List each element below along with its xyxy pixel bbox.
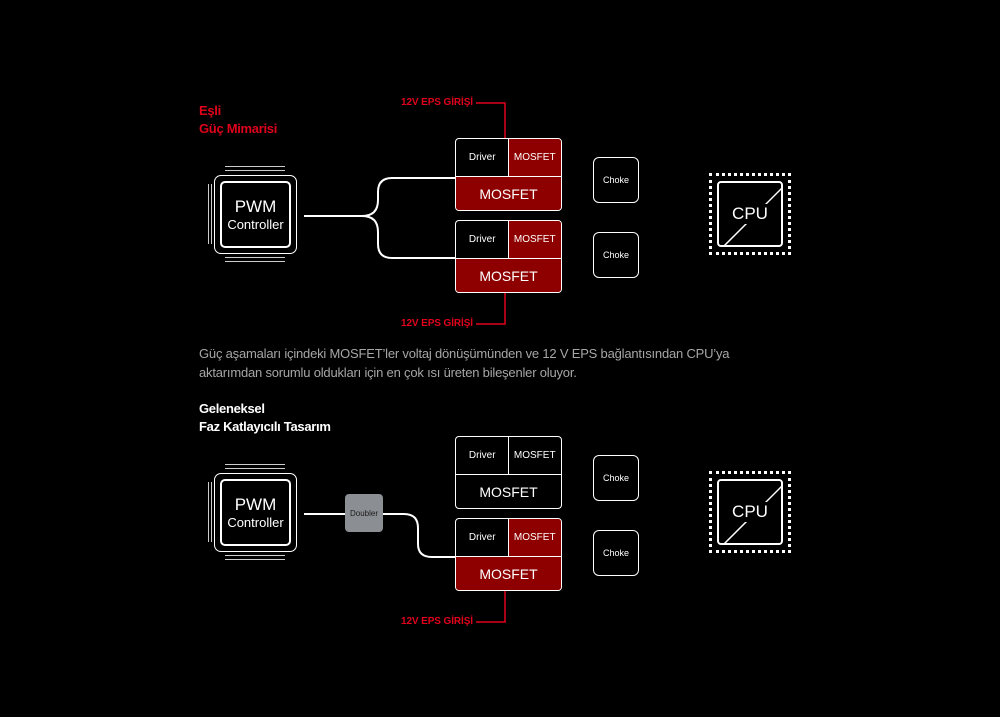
pwm-chip-outline: PWM Controller	[214, 175, 297, 254]
pwm-controller-bottom: PWM Controller	[207, 464, 304, 560]
driver-cell: Driver	[468, 532, 496, 543]
pwm-chip-core: PWM Controller	[220, 181, 291, 248]
bottom-section-heading: Geleneksel Faz Katlayıcılı Tasarım	[199, 400, 331, 436]
cpu-bottom: CPU	[709, 471, 791, 553]
eps-label-bottom: 12V EPS GİRİŞİ	[401, 616, 473, 627]
eps-label-top-lower: 12V EPS GİRİŞİ	[401, 318, 473, 329]
stage-top-row: Driver MOSFET	[456, 437, 561, 474]
mosfet-small-cell: MOSFET	[507, 519, 561, 556]
pwm-subtitle: Controller	[227, 216, 284, 232]
top-section-heading: Eşli Güç Mimarisi	[199, 102, 277, 138]
top-heading-line2: Güç Mimarisi	[199, 121, 278, 136]
pwm-controller-top: PWM Controller	[207, 166, 304, 262]
pwm-branch-wire-bottom	[361, 215, 456, 259]
pin-col	[208, 184, 209, 244]
eps-wire-bottom	[476, 589, 506, 623]
stage-top-row: Driver MOSFET	[456, 519, 561, 556]
pin-row	[225, 464, 285, 465]
driver-cell: Driver	[468, 152, 496, 163]
eps-wire-top-upper	[476, 102, 506, 138]
top-heading-line1: Eşli	[199, 103, 221, 118]
power-stage-top-1: Driver MOSFET MOSFET	[455, 138, 562, 211]
bottom-heading-line2: Faz Katlayıcılı Tasarım	[199, 419, 331, 434]
description-line2: aktarımdan sorumlu oldukları için en çok…	[199, 365, 577, 380]
pwm-subtitle: Controller	[227, 514, 284, 530]
doubler-to-stage-wire	[383, 513, 456, 558]
pin-row	[225, 559, 285, 560]
choke-bottom-1: Choke	[593, 455, 639, 501]
pwm-branch-wire-top	[304, 177, 456, 217]
doubler-chip: Doubler	[345, 494, 383, 532]
pin-row	[225, 166, 285, 167]
driver-cell: Driver	[468, 234, 496, 245]
choke-top-1: Choke	[593, 157, 639, 203]
cpu-top: CPU	[709, 173, 791, 255]
power-stage-bottom-2: Driver MOSFET MOSFET	[455, 518, 562, 591]
pin-col	[208, 482, 209, 542]
pin-row	[225, 170, 285, 171]
pwm-chip-outline: PWM Controller	[214, 473, 297, 552]
mosfet-small-cell: MOSFET	[507, 221, 561, 258]
power-stage-top-2: Driver MOSFET MOSFET	[455, 220, 562, 293]
choke-bottom-2: Choke	[593, 530, 639, 576]
pin-row	[225, 468, 285, 469]
mosfet-main-cell: MOSFET	[456, 474, 561, 508]
choke-top-2: Choke	[593, 232, 639, 278]
mosfet-main-cell: MOSFET	[456, 556, 561, 590]
cpu-core: CPU	[717, 181, 783, 247]
driver-cell: Driver	[468, 450, 496, 461]
mosfet-main-cell: MOSFET	[456, 258, 561, 292]
cpu-label: CPU	[730, 204, 770, 224]
cpu-core: CPU	[717, 479, 783, 545]
eps-label-top-upper: 12V EPS GİRİŞİ	[401, 97, 473, 108]
pin-col	[211, 184, 212, 244]
mosfet-main-cell: MOSFET	[456, 176, 561, 210]
description-text: Güç aşamaları içindeki MOSFET’ler voltaj…	[199, 344, 799, 382]
pin-row	[225, 555, 285, 556]
power-stage-bottom-1: Driver MOSFET MOSFET	[455, 436, 562, 509]
pin-row	[225, 257, 285, 258]
stage-top-row: Driver MOSFET	[456, 221, 561, 258]
mosfet-small-cell: MOSFET	[507, 437, 562, 474]
pin-row	[225, 261, 285, 262]
mosfet-small-cell: MOSFET	[507, 139, 561, 176]
pwm-title: PWM	[234, 494, 277, 514]
pin-col	[211, 482, 212, 542]
bottom-heading-line1: Geleneksel	[199, 401, 265, 416]
eps-wire-top-lower	[476, 292, 506, 325]
pwm-chip-core: PWM Controller	[220, 479, 291, 546]
stage-top-row: Driver MOSFET	[456, 139, 561, 176]
description-line1: Güç aşamaları içindeki MOSFET’ler voltaj…	[199, 346, 730, 361]
cpu-label: CPU	[730, 502, 770, 522]
pwm-title: PWM	[234, 196, 277, 216]
